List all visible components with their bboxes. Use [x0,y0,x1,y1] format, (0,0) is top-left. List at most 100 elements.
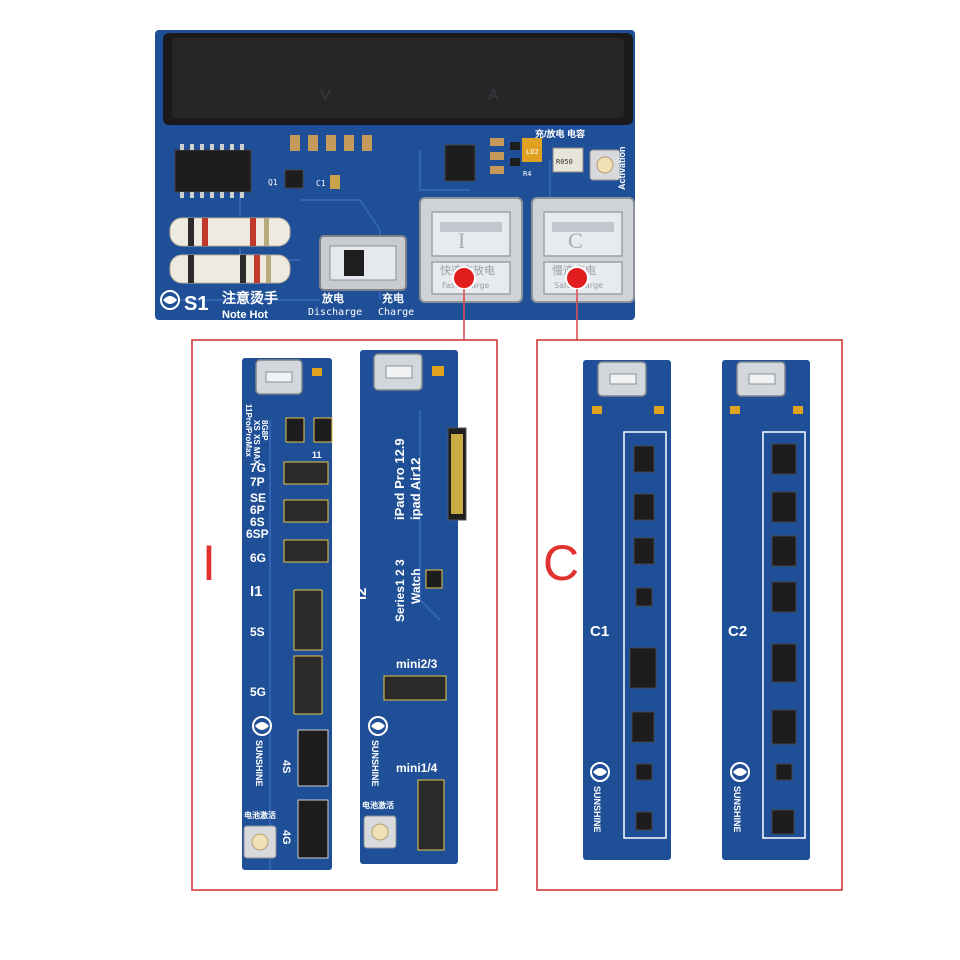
led [793,406,803,414]
brand-sunshine: SUNSHINE [254,740,264,787]
label-charge-en: Charge [378,307,414,318]
model-11: 11 [312,450,322,460]
board-i1-id: I1 [250,583,263,600]
pcb-trace [419,150,470,191]
marker-dot-c [565,266,589,290]
board-i1: 8G8P XS XS MAX 11Pro/ProMax 11 7G 7P SE … [242,358,333,870]
brand-sunshine: SUNSHINE [732,786,742,833]
mini14-pin-header [417,779,445,851]
activation-button[interactable] [589,149,621,181]
led [730,406,740,414]
board-i2-pcb [360,350,458,864]
board-i2: I2 iPad Pro 12.9 ipad Air12 Series1 2 3 … [353,350,467,864]
battery-activate-button[interactable] [363,815,397,849]
meter-v-label: V [320,87,331,104]
model-4s: 4S [280,760,292,773]
transistor-q1 [284,169,304,189]
label-led: LD2 [526,148,539,156]
ic-chip [444,144,476,182]
group-c-frame [536,339,843,891]
watch-connector [425,569,443,589]
power-resistor-top [169,217,291,247]
pin-header-group [293,589,323,715]
ipad-connector [447,427,467,521]
connector-column [762,431,806,839]
watch-line2: Watch [409,568,423,604]
model-6g: 6G [250,551,266,565]
sunshine-logo [252,716,272,736]
label-mini23: mini2/3 [396,657,438,671]
board-c1-id: C1 [590,623,609,640]
usb-port-i[interactable] [419,197,523,303]
model-6s: 6S [250,515,265,529]
label-charge-cn: 充电 [382,291,404,305]
group-i-frame [191,339,498,891]
model-5g: 5G [250,685,266,699]
board-c2: C2 SUNSHINE [722,360,810,860]
board-i1-models-top: 8G8P XS XS MAX 11Pro/ProMax [244,404,269,465]
connector-4s [297,729,329,787]
board-c2-pcb [722,360,810,860]
discharge-charge-switch[interactable] [319,235,407,291]
sunshine-logo [368,716,388,736]
pin-header-group [283,461,329,563]
model-6sp: 6SP [246,527,269,541]
ic-pins [180,144,244,198]
label-activate-cn: 电池激活 [362,800,394,810]
brand-sunshine: SUNSHINE [592,786,602,833]
label-s1: S1 [184,293,208,315]
connector-column [623,431,667,839]
label-charge-discharge-cn: 充/放电 电容 [535,128,585,139]
model-7p: 7P [250,475,265,489]
usb-port-c[interactable] [531,197,635,303]
micro-usb-opening [609,373,637,385]
board-c1-pcb [583,360,671,860]
watch-line1: Series1 2 3 [393,559,407,622]
label-mini14: mini1/4 [396,761,438,775]
smd-components [490,138,542,174]
led [432,366,444,376]
sunshine-logo-mark [160,290,180,310]
label-q1: Q1 [268,178,278,187]
model-7g: 7G [250,461,266,475]
label-note-cn: 注意烫手 [222,290,278,306]
ipad-line1: iPad Pro 12.9 [392,438,407,520]
model-6p: 6P [250,503,265,517]
battery-connectors [771,443,797,835]
group-i-letter: I [202,535,216,591]
model-se: SE [250,491,266,505]
label-r050: R050 [556,158,573,166]
board-i2-id: I2 [353,587,370,600]
model-11pro: 11Pro/ProMax [244,404,253,457]
led [312,368,322,376]
model-5s: 5S [250,625,265,639]
shunt-resistor [552,147,584,173]
resistor-array [290,135,372,151]
label-discharge-cn: 放电 [321,291,344,305]
micro-usb-opening [748,373,776,385]
led [654,406,664,414]
marker-dot-i [452,266,476,290]
label-r4: R4 [523,170,531,178]
label-note-en: Note Hot [222,309,268,321]
board-c1: C1 SUNSHINE [583,360,671,860]
connector-pads [285,417,333,443]
model-xs-max: XS MAX [252,434,261,465]
meter-display-face [172,38,624,118]
meter-a-label: A [488,87,499,104]
sunshine-logo [730,762,750,782]
ic-chip [174,149,252,193]
brand-sunshine: SUNSHINE [370,740,380,787]
pcb-trace [419,410,441,621]
ipad-line2: ipad Air12 [408,458,423,520]
label-c1: C1 [316,179,326,188]
mini23-pin-header [383,675,447,701]
board-c2-id: C2 [728,623,747,640]
label-activation: Activation [617,146,627,190]
battery-activate-button[interactable] [243,825,277,859]
sunshine-logo [590,762,610,782]
model-8g8p: 8G8P [260,420,269,441]
main-charging-board: V A Q1 C1 [155,30,635,321]
model-xs: XS [252,420,261,431]
